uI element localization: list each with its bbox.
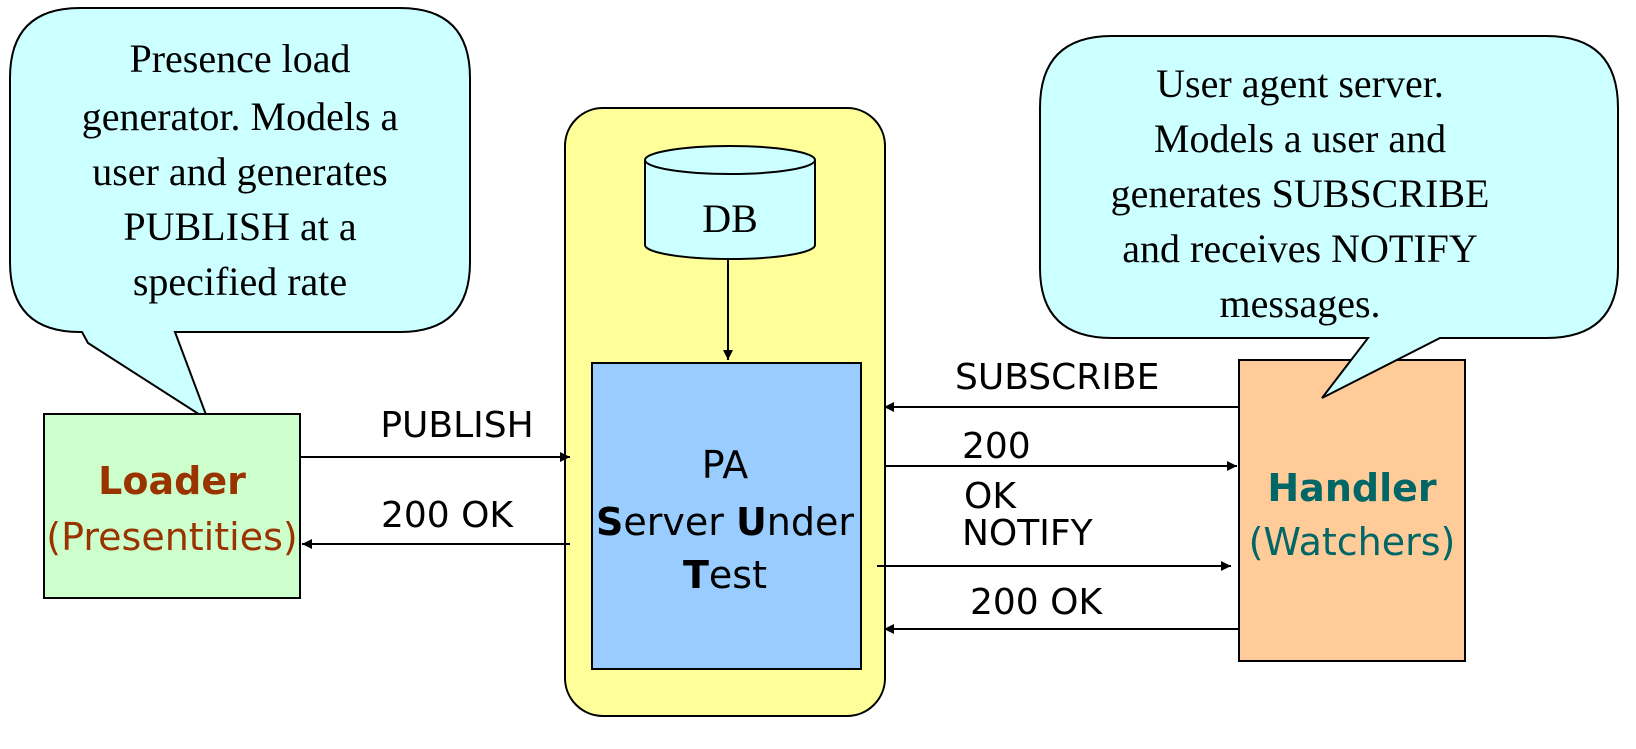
callout-left-line: PUBLISH at a [123, 204, 357, 249]
callout-left-text: Presence load generator. Models a user a… [82, 36, 399, 304]
subscribe-ok-label-a: 200 [962, 426, 1031, 467]
loader-subtitle: (Presentities) [46, 515, 297, 559]
loader-box [43, 413, 301, 599]
server-label-segment: erver [623, 500, 736, 544]
server-label-initial: U [736, 500, 767, 544]
callout-left-bubble [9, 7, 471, 423]
subscribe-label: SUBSCRIBE [955, 357, 1159, 398]
callout-left-line: specified rate [133, 259, 347, 304]
handler-title: Handler [1267, 466, 1436, 510]
callout-left-line: user and generates [92, 149, 387, 194]
handler-subtitle: (Watchers) [1249, 520, 1456, 564]
callout-right-line: messages. [1219, 281, 1380, 326]
server-label-segment: nder [767, 500, 855, 544]
server-label-server-under: Server Under [596, 500, 854, 544]
database-label: DB [702, 196, 758, 241]
server-label-initial: S [596, 500, 623, 544]
notify-ok-label: 200 OK [970, 582, 1103, 623]
server-under-test-box [591, 362, 862, 670]
callout-right-line: User agent server. [1156, 61, 1444, 106]
callout-right-text: User agent server. Models a user and gen… [1111, 61, 1490, 326]
subscribe-ok-label-b: OK [964, 476, 1017, 517]
handler-box [1238, 359, 1466, 662]
database-cylinder [644, 145, 816, 260]
callout-right-line: Models a user and [1154, 116, 1446, 161]
callout-left-line: generator. Models a [82, 94, 399, 139]
publish-ok-label: 200 OK [381, 495, 514, 536]
callout-right-line: generates SUBSCRIBE [1111, 171, 1490, 216]
server-label-segment: est [709, 553, 767, 597]
server-label-test: Test [683, 553, 767, 597]
server-label-initial: T [683, 553, 709, 597]
callout-left-line: Presence load [129, 36, 350, 81]
publish-label: PUBLISH [380, 405, 533, 446]
server-label-pa: PA [702, 443, 748, 487]
callout-right-line: and receives NOTIFY [1122, 226, 1477, 271]
loader-title: Loader [98, 459, 246, 503]
callout-right-bubble [1039, 35, 1619, 399]
notify-label: NOTIFY [962, 513, 1094, 554]
